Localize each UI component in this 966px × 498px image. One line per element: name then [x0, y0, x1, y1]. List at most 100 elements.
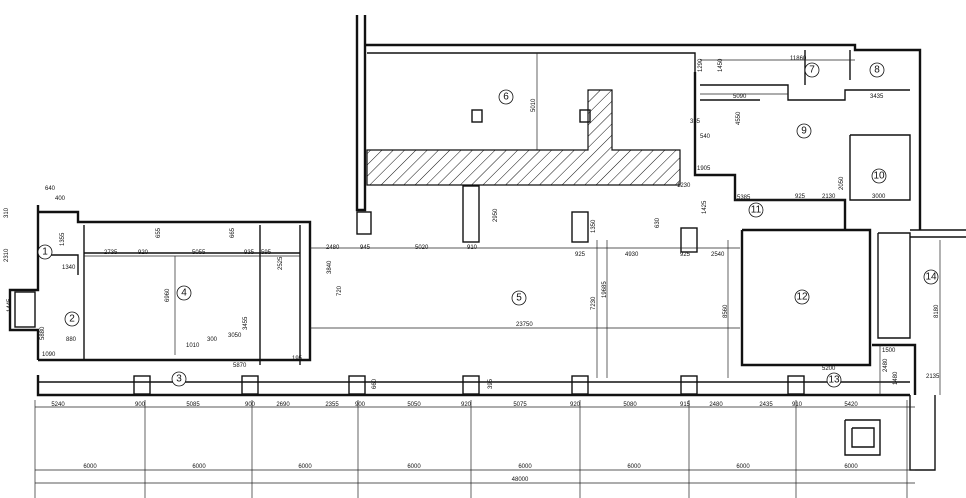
dim-label: 925 — [575, 252, 586, 258]
dim-label: 2135 — [926, 374, 940, 380]
bottom-chain-label: 2355 — [325, 402, 339, 408]
dim-label: 1425 — [702, 200, 708, 214]
room-10-label: 10 — [873, 171, 885, 182]
grid-span-label: 6000 — [844, 464, 858, 470]
dim-label: 2540 — [711, 252, 725, 258]
dim-label: 19685 — [602, 281, 608, 298]
grid-span-label: 6000 — [192, 464, 206, 470]
grid-span-label: 6000 — [83, 464, 97, 470]
room-13: 13 — [826, 372, 842, 388]
room-8: 8 — [869, 62, 885, 78]
dim-label: 925 — [795, 194, 806, 200]
room-8-label: 8 — [874, 65, 880, 76]
room-11: 11 — [748, 202, 764, 218]
bottom-chain-label: 5420 — [844, 402, 858, 408]
dim-label: 3435 — [870, 94, 884, 100]
bottom-chain-label: 5080 — [623, 402, 637, 408]
dim-label: 5385 — [737, 195, 751, 201]
room-11-label: 11 — [751, 205, 762, 216]
room-3-label: 3 — [176, 374, 182, 385]
room-14: 14 — [923, 269, 939, 285]
dim-label: 335 — [690, 119, 701, 125]
dim-label: 3840 — [327, 260, 333, 274]
dim-label: 8180 — [934, 304, 940, 318]
dim-label: 1480 — [893, 371, 899, 385]
room-5-label: 5 — [516, 293, 522, 304]
dim-label: 1290 — [698, 58, 704, 72]
dim-label: 5870 — [233, 363, 247, 369]
room-4: 4 — [176, 285, 192, 301]
hatched-beam — [366, 89, 681, 186]
room-14-label: 14 — [925, 272, 937, 283]
dim-label: 395 — [488, 378, 494, 389]
dim-label: 195 — [292, 356, 303, 362]
bottom-chain-label: 2435 — [759, 402, 773, 408]
bottom-chain-label: 2480 — [709, 402, 723, 408]
dim-label: 3000 — [872, 194, 886, 200]
dimension-labels: 640 400 310 2310 1355 1340 880 1090 5880… — [4, 56, 940, 389]
dim-label: 23750 — [516, 322, 533, 328]
dim-label: 925 — [680, 252, 691, 258]
room-9: 9 — [796, 123, 812, 139]
dim-label: 660 — [372, 378, 378, 389]
dim-label: 5020 — [415, 245, 429, 251]
room-2-label: 2 — [69, 314, 75, 325]
dim-label: 2310 — [4, 248, 10, 262]
bottom-chain-label: 900 — [135, 402, 146, 408]
dim-label: 935 — [244, 250, 255, 256]
dim-label: 5010 — [531, 98, 537, 112]
dim-label: 5090 — [733, 94, 747, 100]
dim-label: 2735 — [104, 250, 118, 256]
dim-label: 5055 — [192, 250, 206, 256]
dim-label: 920 — [138, 250, 149, 256]
dim-label: 4930 — [625, 252, 639, 258]
dim-label: 1090 — [42, 352, 56, 358]
dim-label: 2480 — [326, 245, 340, 251]
room-12-label: 12 — [796, 292, 808, 303]
bottom-chain-label: 5050 — [407, 402, 421, 408]
room-2: 2 — [64, 311, 80, 327]
room-5: 5 — [511, 290, 527, 306]
room-9-label: 9 — [801, 126, 807, 137]
bottom-chain-label: 920 — [570, 402, 581, 408]
grid-span-label: 6000 — [736, 464, 750, 470]
dim-label: 1350 — [591, 219, 597, 233]
grid-span-label: 6000 — [298, 464, 312, 470]
dim-label: 11860 — [790, 56, 807, 62]
dim-label: 2950 — [493, 208, 499, 222]
dim-label: 1340 — [62, 265, 76, 271]
room-1: 1 — [37, 244, 53, 260]
walls — [8, 15, 966, 471]
dim-label: 880 — [66, 337, 77, 343]
overall-length-label: 48000 — [512, 477, 529, 483]
room-12: 12 — [794, 289, 810, 305]
dim-label: 2525 — [278, 256, 284, 270]
dim-label: 1450 — [718, 58, 724, 72]
dim-label: 655 — [156, 227, 162, 238]
room-1-label: 1 — [42, 247, 48, 258]
dim-label: 665 — [230, 227, 236, 238]
grid-span-label: 6000 — [407, 464, 421, 470]
bottom-chain-label: 900 — [245, 402, 256, 408]
dim-label: 910 — [467, 245, 478, 251]
bottom-chain-label: 910 — [792, 402, 803, 408]
dim-label: 1905 — [697, 166, 711, 172]
bottom-chain-label: 5085 — [186, 402, 200, 408]
room-7: 7 — [804, 62, 820, 78]
dim-label: 300 — [207, 337, 218, 343]
dim-label: 1010 — [186, 343, 200, 349]
room-4-label: 4 — [181, 288, 187, 299]
dim-label: 720 — [337, 285, 343, 296]
bottom-chain-label: 2690 — [276, 402, 290, 408]
dim-label: 630 — [655, 217, 661, 228]
bottom-chain-label: 5240 — [51, 402, 65, 408]
grid-span-label: 6000 — [518, 464, 532, 470]
dim-label: 1500 — [882, 348, 896, 354]
bottom-chain-label: 915 — [680, 402, 691, 408]
dim-label: 540 — [700, 134, 711, 140]
dim-label: 1230 — [677, 183, 691, 189]
dim-label: 3455 — [243, 316, 249, 330]
